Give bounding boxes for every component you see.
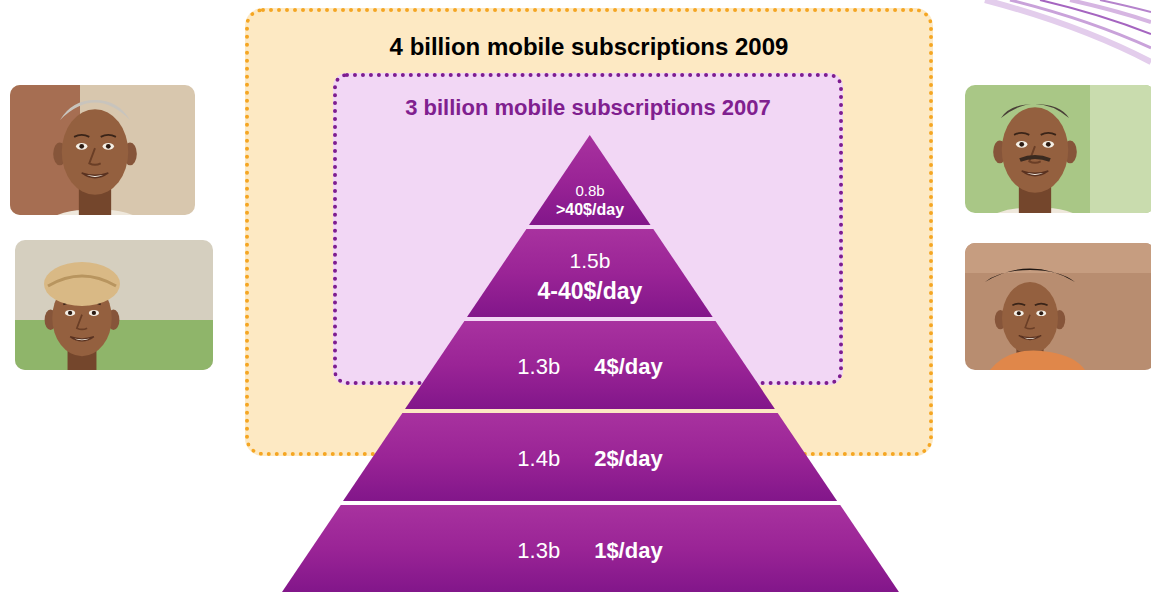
region-box: 0.8b>40$/day1.5b4-40$/day1.3b4$/day3 bil… <box>333 73 843 385</box>
text-group: 3 billion mobile subscriptions 2007 <box>337 95 839 121</box>
tier-outline <box>467 229 713 317</box>
tier-outline <box>405 321 775 409</box>
income-label: 4$/day <box>594 353 663 381</box>
text-group: 1.4b 2$/day <box>343 413 837 501</box>
pyramid-tier: 1.5b4-40$/day <box>467 229 713 317</box>
pyramid-tier: 1.4b 2$/day <box>343 413 837 501</box>
population-count: 1.4b <box>517 445 560 473</box>
population-count: 1.3b <box>517 537 560 565</box>
tier-shape <box>405 321 775 409</box>
region-title: 3 billion mobile subscriptions 2007 <box>405 95 771 121</box>
population-count: 0.8b <box>575 181 604 200</box>
pyramid-tier: 1.3b 1$/day <box>282 505 899 592</box>
portrait-photo <box>10 85 195 215</box>
income-label: 1$/day <box>594 537 663 565</box>
portrait-photo <box>965 85 1151 213</box>
income-label: >40$/day <box>556 200 624 220</box>
text-group: 1.5b4-40$/day <box>467 229 713 317</box>
pyramid-tier: 0.8b>40$/day <box>529 135 651 225</box>
income-label: 4-40$/day <box>538 276 643 306</box>
decorative-swoosh <box>985 0 1151 62</box>
population-count: 1.3b <box>517 353 560 381</box>
text-group: 1.3b 1$/day <box>282 505 899 592</box>
tier-outline <box>282 505 899 592</box>
pyramid-tier: 1.3b 4$/day <box>405 321 775 409</box>
tier-shape <box>343 413 837 501</box>
region-box: 0.8b>40$/day1.5b4-40$/day1.3b4$/day3 bil… <box>245 8 933 456</box>
region-title: 4 billion mobile subscriptions 2009 <box>390 33 789 61</box>
text-group: 0.8b>40$/day <box>529 135 651 225</box>
text-group: 1.3b 4$/day <box>405 321 775 409</box>
portrait-photo <box>965 243 1151 370</box>
income-label: 2$/day <box>594 445 663 473</box>
population-count: 1.5b <box>570 246 611 276</box>
tier-shape <box>282 505 899 592</box>
portrait-photo <box>15 240 213 370</box>
tier-outline <box>343 413 837 501</box>
text-group: 4 billion mobile subscriptions 2009 <box>249 33 929 61</box>
tier-outline <box>529 135 651 225</box>
